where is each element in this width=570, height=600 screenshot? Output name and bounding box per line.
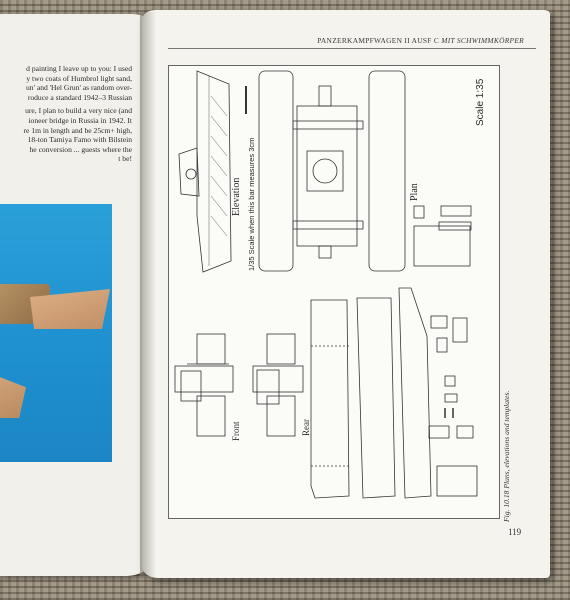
elevation-tank-hull bbox=[178, 147, 200, 197]
text-line: 18-ton Tamiya Famo with Bilstein bbox=[27, 135, 132, 145]
text-line: roduce a standard 1942–3 Russian bbox=[27, 92, 132, 102]
figure-caption: Fig. 10.18 Plans, elevations and templat… bbox=[502, 390, 511, 522]
plan-tank-hull bbox=[296, 105, 358, 247]
rear-label: Rear bbox=[301, 419, 311, 436]
elevation-float-outline bbox=[196, 70, 232, 273]
text-line: ure, I plan to build a very nice (and bbox=[25, 106, 132, 116]
left-page: d painting I leave up to you: I used y t… bbox=[0, 14, 150, 576]
text-line: d painting I leave up to you: I used bbox=[26, 64, 132, 73]
elevation-hatching bbox=[210, 95, 228, 237]
plan-float-left bbox=[258, 70, 294, 272]
elevation-label: Elevation bbox=[231, 177, 242, 216]
text-line: ioneer bridge in Russia in 1942. It bbox=[28, 115, 132, 125]
front-label: Front bbox=[231, 421, 241, 441]
text-line: he conversion ... guests where the bbox=[29, 144, 133, 154]
running-head-main: PANZERKAMPFWAGEN II AUSF C bbox=[317, 36, 442, 45]
plan-label: Plan bbox=[409, 183, 420, 201]
left-page-text: d painting I leave up to you: I used y t… bbox=[0, 64, 132, 164]
text-line: re 1m in length and be 25cm+ high, bbox=[23, 125, 132, 135]
scale-note-label: 1/35 Scale when this bar measures 3cm bbox=[247, 137, 256, 271]
technical-drawing: Elevation 1/35 Scale when this bar measu… bbox=[168, 65, 500, 519]
text-line: t be! bbox=[118, 154, 132, 164]
header-rule bbox=[168, 48, 536, 49]
model-photo bbox=[0, 204, 112, 462]
running-head: PANZERKAMPFWAGEN II AUSF C MIT SCHWIMMKÖ… bbox=[154, 36, 524, 45]
text-line: un' and 'Hel Grun' as random over- bbox=[25, 83, 132, 93]
running-head-italic: MIT SCHWIMMKÖRPER bbox=[441, 36, 524, 45]
plan-float-right bbox=[368, 70, 406, 272]
template-float-3 bbox=[398, 287, 432, 499]
template-float-1 bbox=[310, 299, 350, 499]
drawing-linework bbox=[174, 70, 478, 499]
rear-view-floats bbox=[266, 333, 296, 365]
page-number: 119 bbox=[508, 527, 522, 537]
front-view-floats bbox=[196, 333, 226, 365]
scale-label: Scale 1:35 bbox=[475, 78, 486, 126]
pontoon-float-lower bbox=[0, 374, 26, 418]
template-float-2 bbox=[356, 297, 396, 499]
text-line: y two coats of Humbrol light sand, bbox=[26, 73, 132, 83]
